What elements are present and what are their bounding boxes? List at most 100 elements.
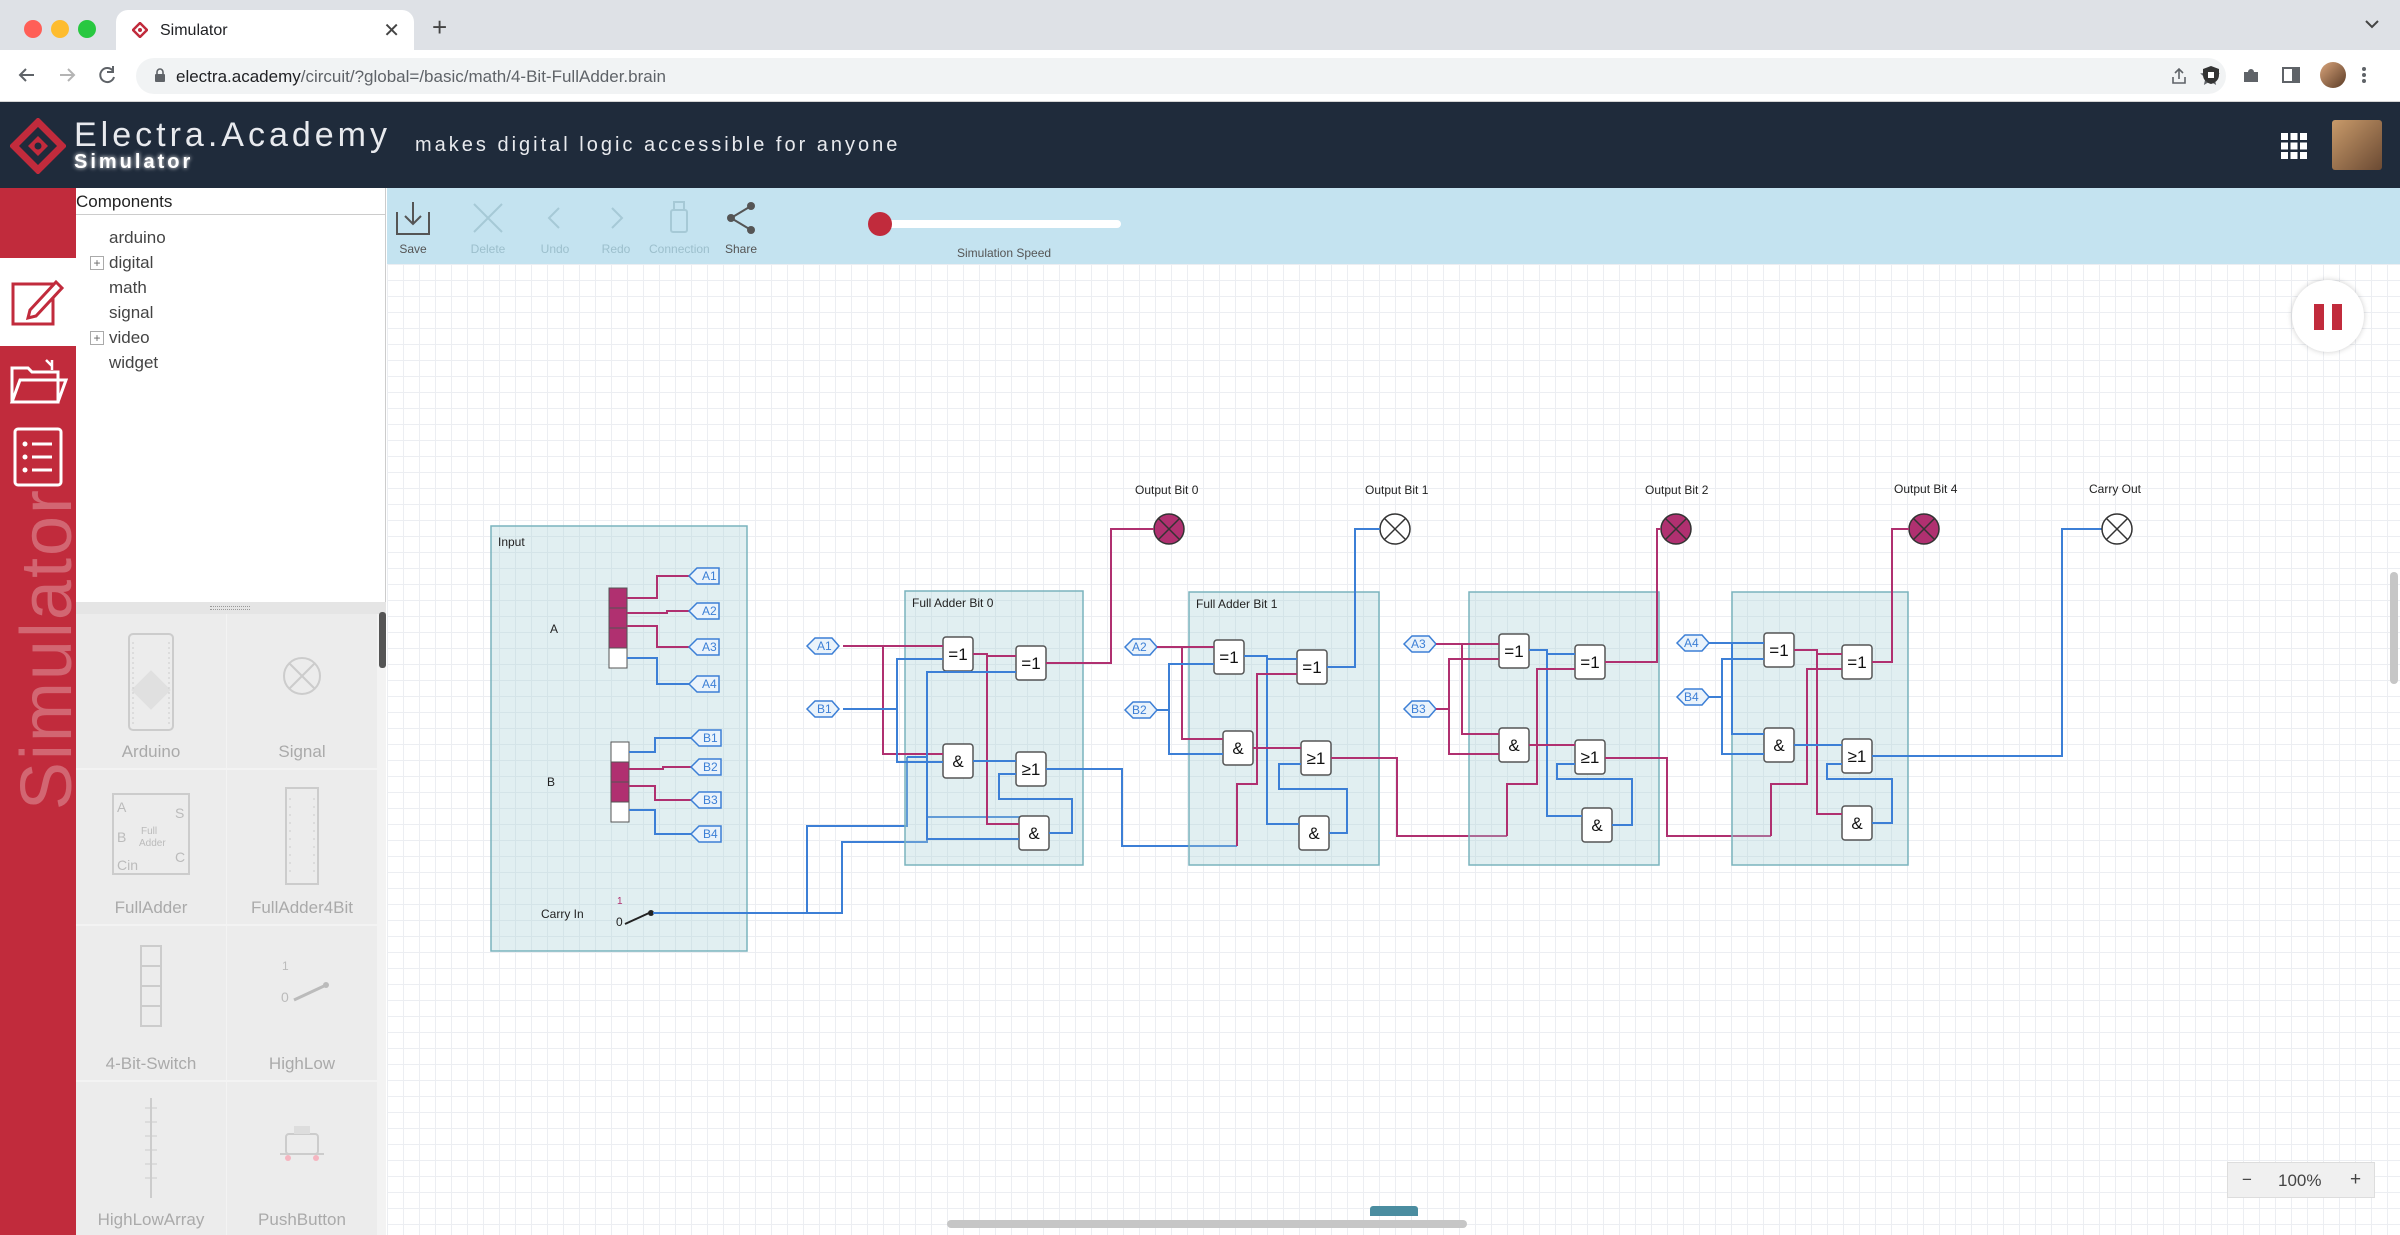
profile-avatar[interactable] — [2320, 62, 2346, 88]
tab-search-chevron-icon[interactable] — [2364, 18, 2380, 30]
xor-gate-bit0-a[interactable]: =1 — [942, 636, 974, 672]
shield-extension-icon[interactable] — [2200, 64, 2222, 86]
xor-gate-bit3-a[interactable]: =1 — [1763, 632, 1795, 668]
circuit-diagram[interactable]: .grp { fill: rgba(170,210,215,0.35); str… — [387, 264, 2400, 1235]
browser-menu-icon[interactable] — [2360, 64, 2368, 86]
save-button[interactable]: Save — [383, 198, 443, 256]
panel-splitter[interactable] — [76, 602, 386, 614]
port-a4-out[interactable]: A4 — [687, 675, 720, 693]
port-b1-in[interactable]: B1 — [805, 700, 840, 718]
list-files-button[interactable] — [0, 416, 76, 504]
output-bit2-lamp[interactable] — [1660, 513, 1692, 545]
zoom-out-button[interactable]: − — [2242, 1170, 2252, 1189]
close-window-button[interactable] — [24, 20, 42, 38]
tree-expand-digital[interactable]: + — [90, 256, 104, 270]
tree-item-signal[interactable]: signal — [109, 303, 154, 322]
and-gate-bit3-b[interactable]: & — [1841, 805, 1873, 841]
port-b3-in[interactable]: B3 — [1402, 700, 1437, 718]
palette-item-signal[interactable]: Signal — [227, 614, 377, 768]
tab-close-icon[interactable]: ✕ — [383, 20, 400, 42]
electra-logo-icon[interactable] — [10, 118, 66, 174]
tree-item-video[interactable]: video — [109, 328, 150, 347]
user-avatar[interactable] — [2332, 120, 2382, 170]
vertical-scrollbar[interactable] — [2390, 572, 2398, 684]
palette-item-arduino[interactable]: Arduino — [76, 614, 226, 768]
and-gate-bit1-a[interactable]: & — [1222, 730, 1254, 766]
zoom-in-button[interactable]: + — [2350, 1169, 2362, 1190]
port-b4-in[interactable]: B4 — [1675, 688, 1710, 706]
minimize-window-button[interactable] — [51, 20, 69, 38]
xor-gate-bit1-a[interactable]: =1 — [1213, 639, 1245, 675]
tree-item-math[interactable]: math — [109, 278, 147, 297]
port-a4-in[interactable]: A4 — [1675, 634, 1710, 652]
full-adder-bit3-group[interactable] — [1731, 591, 1909, 866]
and-gate-bit2-a[interactable]: & — [1498, 727, 1530, 763]
xor-gate-bit2-b[interactable]: =1 — [1574, 644, 1606, 680]
xor-gate-bit1-b[interactable]: =1 — [1296, 649, 1328, 685]
port-a1-in[interactable]: A1 — [805, 637, 840, 655]
tree-item-arduino[interactable]: arduino — [109, 228, 166, 247]
horizontal-scrollbar[interactable] — [947, 1220, 1467, 1228]
forward-arrow-icon[interactable] — [56, 64, 78, 86]
and-gate-bit2-b[interactable]: & — [1581, 807, 1613, 843]
tree-expand-video[interactable]: + — [90, 331, 104, 345]
edit-mode-button[interactable] — [0, 258, 76, 346]
port-a2-in[interactable]: A2 — [1123, 638, 1158, 656]
palette-item-4bit-switch[interactable]: 4-Bit-Switch — [76, 926, 226, 1080]
browser-tab[interactable]: Simulator ✕ — [116, 10, 414, 50]
address-bar[interactable]: electra.academy/circuit/?global=/basic/m… — [136, 58, 2226, 94]
xor-gate-bit0-b[interactable]: =1 — [1015, 645, 1047, 681]
url-text[interactable]: electra.academy/circuit/?global=/basic/m… — [176, 67, 666, 86]
new-tab-button[interactable]: + — [432, 12, 448, 42]
carry-in-switch[interactable] — [624, 910, 654, 925]
switch-a-4bit[interactable] — [608, 587, 628, 669]
port-b1-out[interactable]: B1 — [689, 729, 722, 747]
palette-item-highlowarray[interactable]: HighLowArray — [76, 1082, 226, 1235]
tree-item-widget[interactable]: widget — [109, 353, 159, 372]
xor-gate-bit3-b[interactable]: =1 — [1841, 644, 1873, 680]
lock-icon[interactable] — [154, 68, 166, 82]
full-adder-bit0-group[interactable] — [904, 590, 1084, 866]
port-b4-out[interactable]: B4 — [689, 825, 722, 843]
reload-icon[interactable] — [96, 64, 118, 86]
simulation-speed-track[interactable] — [877, 220, 1121, 228]
and-gate-bit3-a[interactable]: & — [1763, 727, 1795, 763]
port-a2-out[interactable]: A2 — [687, 602, 720, 620]
and-gate-bit0-a[interactable]: & — [942, 743, 974, 779]
maximize-window-button[interactable] — [78, 20, 96, 38]
delete-button[interactable]: Delete — [458, 198, 518, 256]
port-a3-out[interactable]: A3 — [687, 638, 720, 656]
palette-scrollbar[interactable] — [379, 612, 386, 668]
splitter-grip-icon[interactable] — [210, 606, 250, 610]
output-bit4-lamp[interactable] — [1908, 513, 1940, 545]
output-bit0-lamp[interactable] — [1153, 513, 1185, 545]
carry-out-lamp[interactable] — [2101, 513, 2133, 545]
and-gate-bit1-b[interactable]: & — [1298, 815, 1330, 851]
or-gate-bit2[interactable]: ≥1 — [1574, 739, 1606, 775]
puzzle-extensions-icon[interactable] — [2240, 64, 2262, 86]
switch-b-4bit[interactable] — [610, 741, 630, 823]
share-page-icon[interactable] — [2170, 67, 2188, 85]
circuit-canvas[interactable]: .grp { fill: rgba(170,210,215,0.35); str… — [387, 264, 2400, 1235]
or-gate-bit0[interactable]: ≥1 — [1015, 751, 1047, 787]
or-gate-bit3[interactable]: ≥1 — [1841, 738, 1873, 774]
port-b2-out[interactable]: B2 — [689, 758, 722, 776]
open-file-button[interactable] — [0, 346, 76, 434]
palette-item-highlow[interactable]: 1 0 HighLow — [227, 926, 377, 1080]
apps-grid-icon[interactable] — [2280, 132, 2308, 160]
redo-button[interactable]: Redo — [586, 198, 646, 256]
port-a3-in[interactable]: A3 — [1402, 635, 1437, 653]
pause-simulation-button[interactable] — [2292, 280, 2364, 352]
side-panel-icon[interactable] — [2280, 64, 2302, 86]
output-bit1-lamp[interactable] — [1379, 513, 1411, 545]
port-a1-out[interactable]: A1 — [687, 567, 720, 585]
share-button[interactable]: Share — [711, 198, 771, 256]
xor-gate-bit2-a[interactable]: =1 — [1498, 633, 1530, 669]
or-gate-bit1[interactable]: ≥1 — [1300, 740, 1332, 776]
palette-item-fulladder[interactable]: A B Cin S C Full Adder FullAdder — [76, 770, 226, 924]
and-gate-bit0-b[interactable]: & — [1018, 815, 1050, 851]
tree-item-digital[interactable]: digital — [109, 253, 154, 272]
bottom-panel-handle[interactable] — [1370, 1206, 1418, 1216]
port-b2-in[interactable]: B2 — [1123, 701, 1158, 719]
undo-button[interactable]: Undo — [525, 198, 585, 256]
